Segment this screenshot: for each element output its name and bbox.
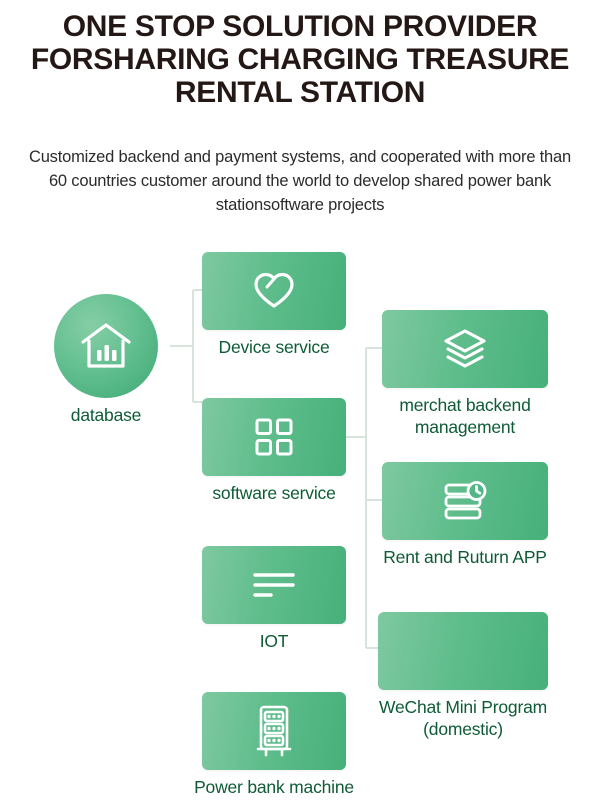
grid-squares-icon <box>253 416 295 458</box>
node-rent-return-app[interactable]: Rent and Ruturn APP <box>382 462 548 568</box>
stack-clock-icon <box>441 480 489 522</box>
page-subtitle: Customized backend and payment systems, … <box>28 148 571 214</box>
node-power-bank-machine-label: Power bank machine <box>194 777 354 797</box>
power-bank-machine-chip <box>202 692 346 770</box>
merchant-backend-chip <box>382 310 548 388</box>
list-lines-icon <box>251 568 297 602</box>
heart-icon <box>252 271 296 311</box>
node-iot[interactable]: IOT <box>202 546 346 652</box>
wechat-mini-program-chip <box>378 612 548 690</box>
node-merchant-backend-management[interactable]: merchat backend management <box>382 310 548 438</box>
device-service-chip <box>202 252 346 330</box>
node-wechat-mini-program-label: WeChat Mini Program (domestic) <box>378 697 547 739</box>
rent-return-app-chip <box>382 462 548 540</box>
iot-chip <box>202 546 346 624</box>
node-device-service-label: Device service <box>218 337 330 357</box>
node-power-bank-machine[interactable]: Power bank machine <box>194 692 354 798</box>
node-database[interactable]: database <box>42 294 170 426</box>
cabinet-icon <box>254 704 294 758</box>
node-wechat-mini-program[interactable]: WeChat Mini Program (domestic) <box>378 612 548 740</box>
node-merchant-backend-label: merchat backend management <box>399 395 531 437</box>
node-rent-return-app-label: Rent and Ruturn APP <box>383 547 547 567</box>
warehouse-chart-icon <box>78 320 134 372</box>
node-database-label: database <box>70 405 142 425</box>
page-title: ONE STOP SOLUTION PROVIDER FORSHARING CH… <box>30 10 570 109</box>
database-circle <box>54 294 158 398</box>
header: ONE STOP SOLUTION PROVIDER FORSHARING CH… <box>0 10 600 109</box>
node-software-service-label: software service <box>212 483 336 503</box>
node-software-service[interactable]: software service <box>202 398 346 504</box>
node-iot-label: IOT <box>259 631 289 651</box>
node-device-service[interactable]: Device service <box>202 252 346 358</box>
layers-icon <box>442 327 488 371</box>
software-service-chip <box>202 398 346 476</box>
